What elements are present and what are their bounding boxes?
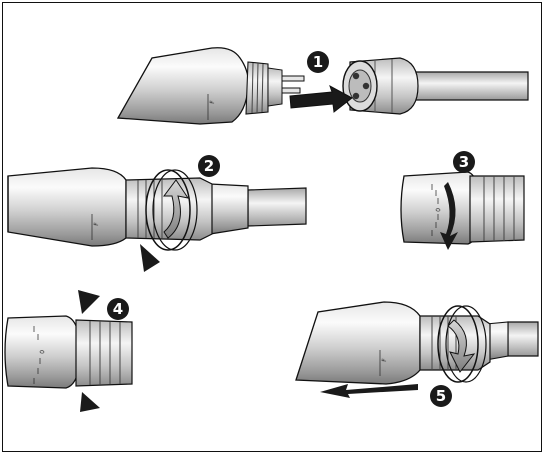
step-badge-4: 4: [107, 298, 129, 320]
step1-f-mark: F: [209, 100, 216, 105]
step-number-3: 3: [459, 153, 469, 171]
step-badge-2: 2: [198, 155, 220, 177]
step1-cable: [414, 71, 529, 101]
step1-handpiece: [116, 47, 249, 125]
step3-handpiece: [400, 171, 481, 245]
step-number-5: 5: [436, 387, 446, 405]
step2-handpiece: [7, 167, 127, 247]
step5-rotate-arrow: [447, 319, 476, 373]
step5-handpiece: [295, 301, 421, 385]
step3-illustration: 0: [400, 171, 525, 250]
step2-illustration: F: [7, 167, 307, 272]
step5-pull-arrow: [320, 384, 418, 398]
step-number-4: 4: [113, 300, 123, 318]
step-badge-5: 5: [430, 385, 452, 407]
step3-rotate-arrow: [440, 182, 458, 250]
step1-push-arrow: [289, 84, 353, 113]
step4-illustration: 0: [4, 290, 133, 412]
step5-illustration: F: [295, 301, 539, 398]
step2-f-mark: F: [93, 222, 100, 227]
step-badge-1: 1: [307, 51, 329, 73]
step1-illustration: F: [116, 47, 529, 125]
step4-bottom-pointer: [80, 392, 100, 412]
step2-pointer: [140, 244, 160, 272]
step-number-2: 2: [204, 157, 214, 175]
step4-dial-zero: 0: [39, 350, 46, 355]
step2-rotate-arrow: [163, 179, 190, 239]
step-badge-3: 3: [453, 151, 475, 173]
step-number-1: 1: [313, 53, 323, 71]
step3-dial-zero: 0: [435, 208, 442, 213]
step4-top-pointer: [78, 290, 100, 314]
step5-f-mark: F: [381, 358, 388, 363]
